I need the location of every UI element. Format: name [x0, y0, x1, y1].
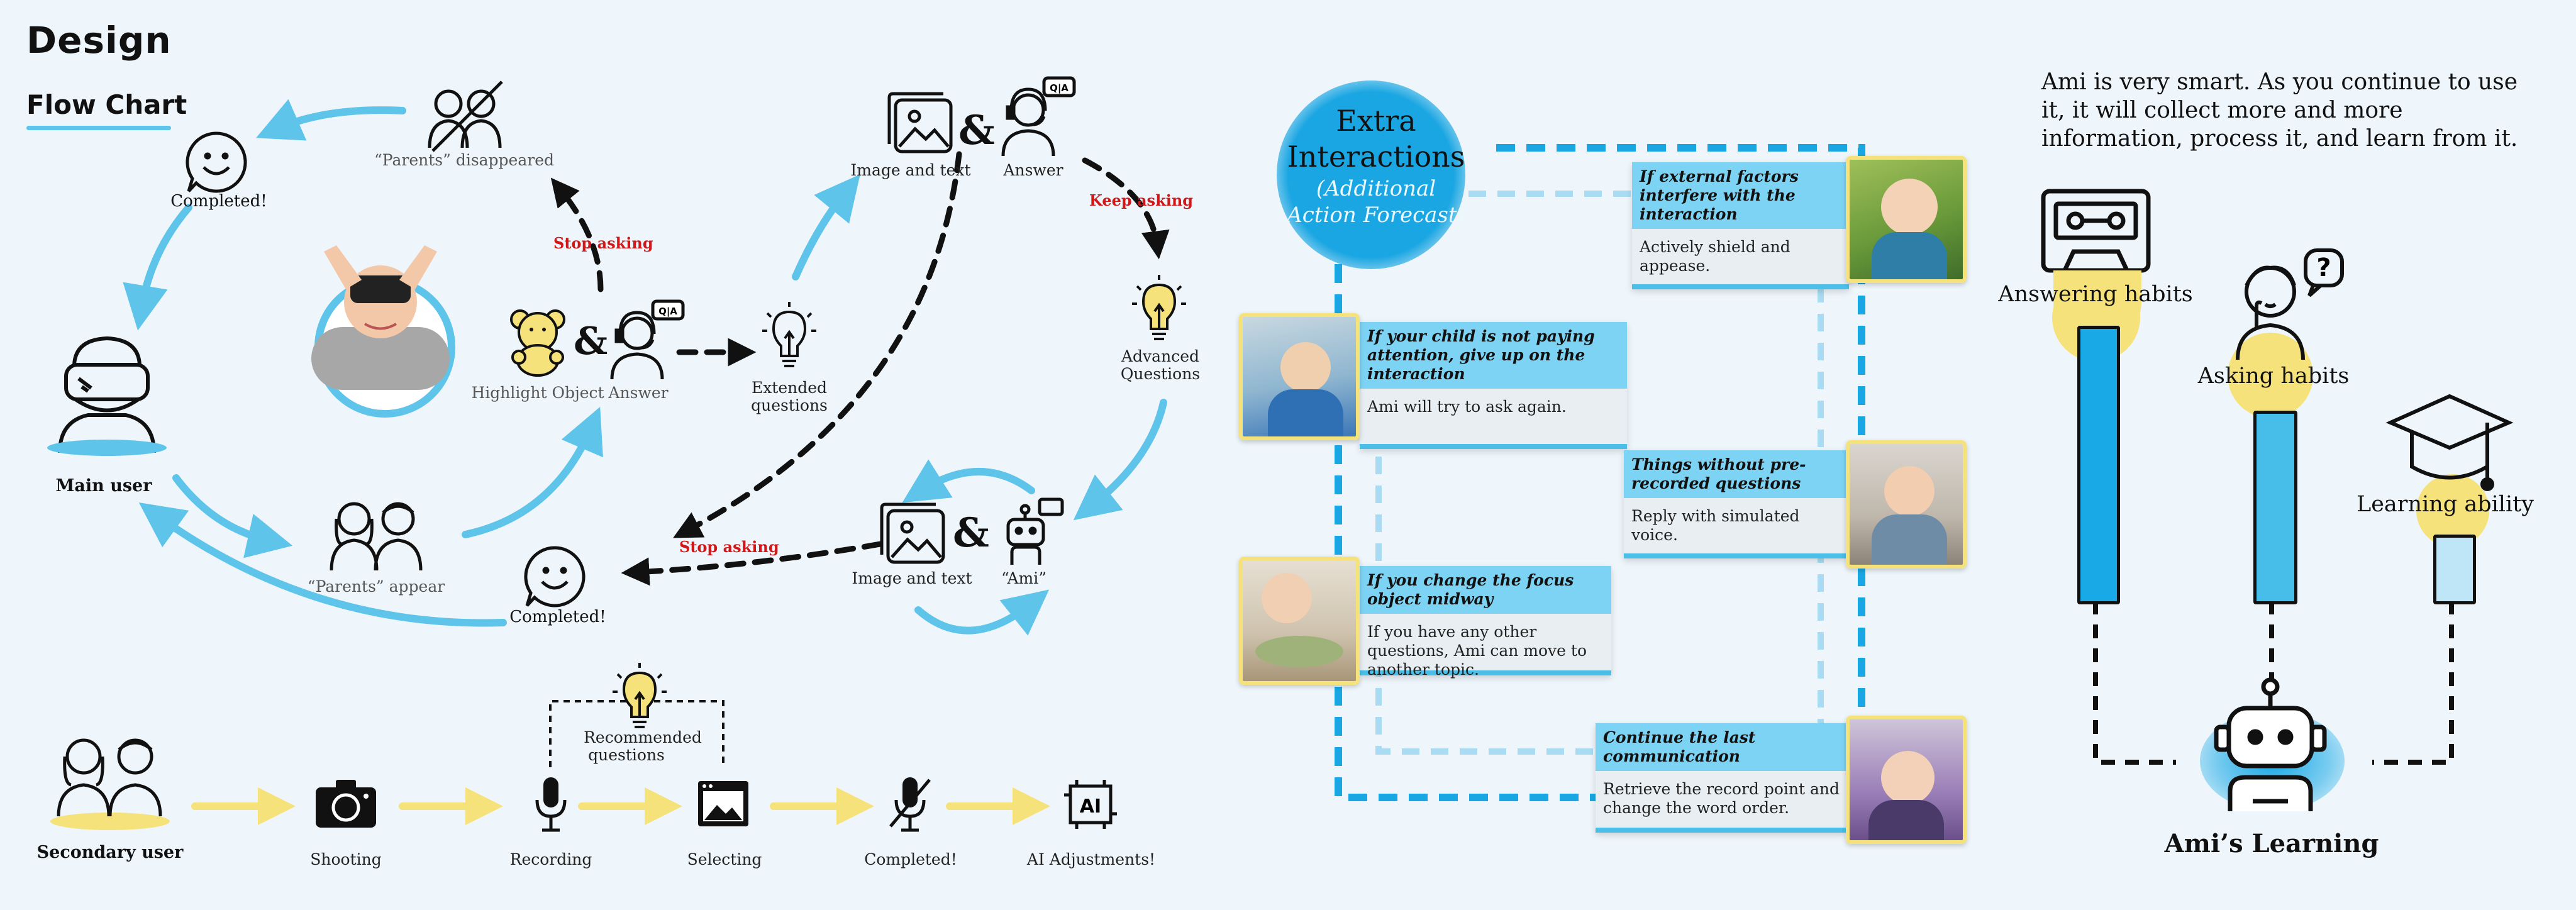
card-body: If you have any other questions, Ami can…	[1360, 614, 1611, 679]
teddy-bear-icon	[510, 309, 565, 377]
headset-agent-icon: Q|A	[610, 299, 685, 380]
ampersand-2: &	[958, 107, 995, 154]
extra-subtitle-2: Action Forecast)	[1287, 203, 1465, 228]
image-text-icon-bottom	[880, 502, 945, 564]
highlight-object-label: Highlight Object	[471, 384, 604, 402]
robot-ami-icon	[1006, 497, 1064, 565]
photo-child-playing	[1239, 313, 1360, 440]
title-underline	[26, 126, 171, 130]
svg-text:Q|A: Q|A	[658, 306, 677, 318]
smile-icon-bottom	[524, 546, 586, 608]
completed-label-bottom-flow: Completed!	[864, 850, 957, 868]
advanced-questions-label-1: Advanced	[1121, 347, 1199, 365]
microphone-icon	[535, 777, 567, 832]
card-header: If external factors interfere with the i…	[1632, 162, 1849, 229]
selecting-label: Selecting	[687, 850, 762, 868]
ai-chip-icon: AI	[1064, 780, 1117, 829]
answering-habits-label: Answering habits	[1998, 282, 2193, 307]
headset-agent-icon-top: Q|A	[1001, 76, 1076, 157]
svg-text:AI: AI	[1080, 796, 1101, 818]
microphone-off-icon	[889, 777, 931, 832]
interaction-card: If your child is not paying attention, g…	[1360, 322, 1627, 449]
stop-asking-label-2: Stop asking	[679, 538, 779, 556]
extra-subtitle-1: (Additional	[1316, 176, 1436, 201]
learning-intro-text: Ami is very smart. As you continue to us…	[2041, 69, 2518, 152]
parents-appear-label: “Parents” appear	[307, 577, 445, 596]
photo-child-bubbles	[1846, 156, 1967, 283]
lightbulb-icon-extended	[762, 302, 816, 367]
interaction-card: Things without pre-recorded questions Re…	[1624, 450, 1847, 558]
ami-learning-label: Ami’s Learning	[2164, 829, 2379, 858]
smile-icon	[186, 131, 247, 193]
recording-label: Recording	[509, 850, 592, 868]
answer-label-1: Answer	[608, 384, 669, 402]
extended-questions-label-2: questions	[751, 396, 828, 414]
parents-appear-icon	[330, 502, 423, 571]
extended-questions-label-1: Extended	[751, 379, 828, 397]
completed-top-label: Completed!	[170, 192, 267, 211]
answer-label-2: Answer	[1003, 161, 1063, 179]
thinking-child-icon: ?	[2228, 248, 2344, 418]
extra-title-1: Extra	[1336, 104, 1416, 138]
learning-ability-label: Learning ability	[2356, 492, 2534, 517]
asking-habits-bar	[2253, 411, 2297, 604]
asking-habits-label: Asking habits	[2197, 363, 2350, 389]
card-body: Ami will try to ask again.	[1360, 389, 1627, 444]
cassette-icon	[2041, 189, 2151, 362]
parents-disappeared-label: “Parents” disappeared	[374, 151, 555, 169]
learning-ability-bar	[2433, 535, 2476, 604]
page-title: Design	[26, 19, 172, 62]
selecting-window-icon	[698, 781, 748, 826]
image-text-label-bottom: Image and text	[852, 569, 972, 587]
vr-user-icon	[47, 336, 167, 456]
interaction-card: If external factors interfere with the i…	[1632, 162, 1849, 289]
card-body: Actively shield and appease.	[1632, 229, 1849, 284]
ampersand-3: &	[953, 509, 989, 557]
secondary-user-icon	[50, 738, 170, 830]
card-header: Things without pre-recorded questions	[1624, 450, 1847, 498]
robot-icon	[2214, 677, 2327, 811]
recommended-questions-label-2: questions	[588, 746, 665, 764]
card-header: If you change the focus object midway	[1360, 566, 1611, 614]
answering-habits-bar	[2077, 326, 2120, 604]
parents-disappeared-icon	[428, 80, 503, 152]
card-body: Reply with simulated voice.	[1624, 498, 1847, 553]
child-vr-illustration	[311, 245, 450, 390]
svg-text:?: ?	[2316, 253, 2331, 282]
stop-asking-label-1: Stop asking	[553, 234, 653, 252]
photo-child-funny-face	[1846, 716, 1967, 844]
completed-bottom-label: Completed!	[509, 608, 606, 626]
lightbulb-icon-recommended	[613, 663, 667, 728]
section-title-flow-chart: Flow Chart	[26, 89, 187, 120]
secondary-user-label: Secondary user	[36, 843, 184, 862]
card-header: Continue the last communication	[1596, 723, 1847, 771]
lightbulb-icon-advanced	[1132, 275, 1186, 340]
ami-label: “Ami”	[1001, 569, 1047, 587]
interaction-card: If you change the focus object midway If…	[1360, 566, 1611, 679]
ampersand-1: &	[574, 319, 608, 363]
extra-interactions-bubble	[1277, 80, 1465, 269]
svg-text:Q|A: Q|A	[1050, 82, 1069, 94]
photo-child-magnifier	[1846, 440, 1967, 569]
camera-icon	[316, 780, 376, 828]
main-user-label: Main user	[55, 476, 152, 496]
photo-child-eating	[1239, 557, 1360, 685]
keep-asking-label: Keep asking	[1089, 191, 1194, 209]
shooting-label: Shooting	[310, 850, 382, 868]
image-text-icon-top	[887, 92, 953, 153]
graduation-cap-icon	[2385, 394, 2514, 547]
interaction-card: Continue the last communication Retrieve…	[1596, 723, 1847, 833]
ai-adjustments-label: AI Adjustments!	[1026, 850, 1156, 868]
recommended-questions-label-1: Recommended	[584, 728, 702, 746]
card-header: If your child is not paying attention, g…	[1360, 322, 1627, 389]
advanced-questions-label-2: Questions	[1120, 365, 1201, 383]
card-body: Retrieve the record point and change the…	[1596, 771, 1847, 828]
extra-title-2: Interactions	[1287, 140, 1465, 174]
image-text-label-top: Image and text	[850, 161, 971, 179]
